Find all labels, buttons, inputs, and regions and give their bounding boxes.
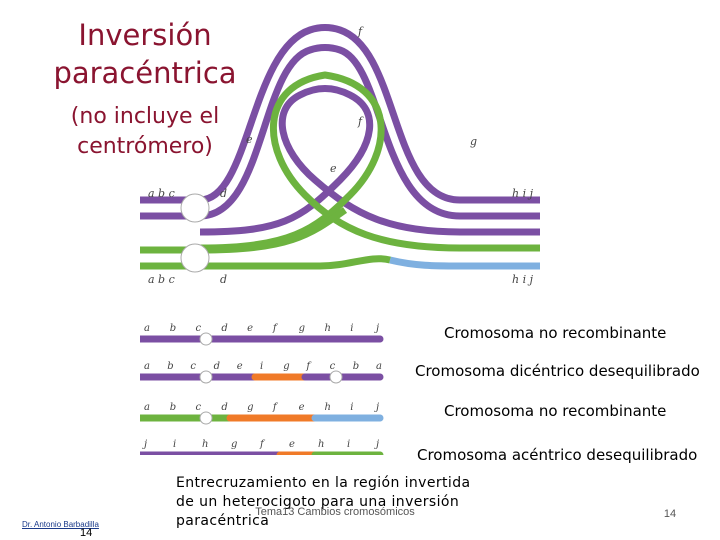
product-4-gene-7: h [318,439,324,450]
product-1-gene-2: b [170,323,176,334]
product-3-gene-6: f [272,402,279,413]
gene-label-upper-f: f [357,25,364,38]
gene-label-bottom-d: d [220,273,227,286]
product-2-gene-3: c [190,361,196,372]
outer-purple-chromatid-1 [140,24,540,204]
inversion-loop-diagram: a b c d e f f e g h i j a b c d h i j [140,24,540,286]
blue-segment [389,256,540,270]
footer-topic: Tema13 Cambios cromosómicos [255,506,415,518]
product-2-gene-6: i [260,361,263,372]
product-4-gene-2: i [173,439,176,450]
author-link[interactable]: Dr. Antonio Barbadilla [22,520,99,529]
product-1-gene-4: d [221,323,227,334]
product-2-gene-4: d [214,361,220,372]
gene-label-upper-e: e [246,133,253,146]
product-4-gene-4: g [231,439,237,450]
author-page-number: 14 [80,527,93,539]
product-1-gene-1: a [144,323,150,334]
slide-title: Inversión paracéntrica [53,18,237,90]
product-4-gene-8: i [347,439,350,450]
product-2-gene-5: e [237,361,243,372]
product-4-gene-6: e [289,439,295,450]
green-chromatid-bottom [140,207,348,254]
product-label-2: Cromosoma dicéntrico desequilibrado [409,359,706,383]
gene-label-bottom-right: h i j [512,273,534,286]
product-4-gene-3: h [202,439,208,450]
product-1-gene-8: h [324,323,330,334]
product-3-gene-9: i [350,402,353,413]
centromere-bottom [180,243,210,273]
gene-label-upper-g: g [470,135,477,148]
products-diagram: a b c d e f g h i j a b c d e i g f c b a a b c d g f e h i j j i h g f e h i j [140,323,384,455]
product-4-gene-1: j [142,439,147,450]
product-label-3: Cromosoma no recombinante [438,399,673,423]
product-3-centromere-1 [199,411,213,425]
gene-label-bottom-left: a b c [148,273,175,286]
product-2-gene-9: c [330,361,336,372]
product-label-1: Cromosoma no recombinante [438,321,673,345]
product-2-gene-1: a [144,361,150,372]
product-1-gene-9: i [350,323,353,334]
product-1-gene-7: g [299,323,305,334]
product-3-gene-5: g [247,402,253,413]
product-label-4: Cromosoma acéntrico desequilibrado [411,443,704,467]
product-3-gene-3: c [196,402,202,413]
product-2-gene-2: b [167,361,173,372]
product-3-gene-10: j [374,402,379,413]
figure-caption: Entrecruzamiento en la región invertida … [176,475,471,529]
inner-loop-chromatid-2 [199,71,540,252]
product-2-centromere-2 [329,370,343,384]
product-4-gene-9: j [374,439,379,450]
product-1-centromere-1 [199,332,213,346]
product-1-gene-5: e [247,323,253,334]
product-3-gene-8: h [324,402,330,413]
product-2-centromere-1 [199,370,213,384]
product-2-gene-10: b [353,361,359,372]
product-1-gene-6: f [272,323,279,334]
product-3-gene-4: d [221,402,227,413]
gene-label-inner-e: e [330,162,337,175]
product-3-gene-1: a [144,402,150,413]
product-3-gene-7: e [299,402,305,413]
product-2-gene-7: g [283,361,289,372]
product-1-gene-3: c [196,323,202,334]
product-4-gene-5: f [259,439,266,450]
footer-page-number: 14 [663,508,677,520]
centromere-top [180,193,210,223]
product-2-gene-11: a [376,361,382,372]
gene-label-top-d: d [220,187,227,200]
product-2-gene-8: f [305,361,312,372]
product-1-gene-10: j [374,323,379,334]
slide-subtitle: (no incluye el centrómero) [70,104,220,159]
green-chromatid-lower [140,255,391,270]
product-3-gene-2: b [170,402,176,413]
gene-label-top-left: a b c [148,187,175,200]
gene-label-inner-f: f [357,115,364,128]
outer-purple-chromatid-2 [140,44,540,220]
gene-label-top-right: h i j [512,187,534,200]
